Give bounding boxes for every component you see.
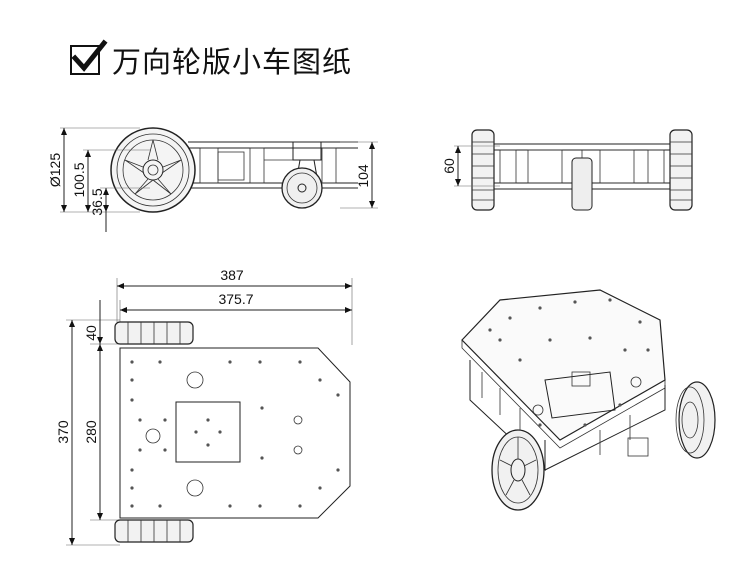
side-drive-wheel	[110, 127, 196, 213]
top-plate	[119, 347, 351, 519]
dim-axle-height: 100.5	[71, 162, 87, 197]
front-right-wheel	[669, 129, 693, 211]
top-view: 387 375.7 40 370 280	[55, 267, 353, 546]
page-title: 万向轮版小车图纸	[112, 45, 353, 79]
dim-frame-height: 104	[355, 164, 371, 188]
dim-wheel-width: 40	[83, 325, 99, 341]
dim-overall-length: 370	[55, 420, 71, 444]
dim-overall-width: 387	[220, 267, 244, 283]
side-caster-wheel	[281, 141, 323, 209]
dim-wheel-diameter: Ø125	[47, 153, 63, 187]
iso-wheel-right	[675, 381, 716, 459]
top-wheel-upper	[114, 321, 194, 345]
front-view: 60	[441, 129, 693, 211]
front-frame	[494, 143, 670, 211]
title-row: 万向轮版小车图纸	[70, 38, 352, 82]
dim-wheelbase: 280	[83, 420, 99, 444]
top-wheel-lower	[114, 519, 194, 543]
iso-wheel-left	[491, 429, 545, 511]
dim-front-height: 60	[441, 158, 457, 174]
side-frame	[188, 141, 358, 189]
front-left-wheel	[471, 129, 495, 211]
iso-view	[461, 289, 716, 511]
checkbox-checked-icon	[70, 39, 108, 75]
dim-plate-width: 375.7	[218, 291, 253, 307]
side-view: Ø125 100.5 36.5 104	[47, 127, 378, 232]
iso-top-plate	[461, 289, 666, 441]
top-center-opening	[175, 401, 241, 463]
dim-caster-height: 36.5	[89, 188, 105, 215]
